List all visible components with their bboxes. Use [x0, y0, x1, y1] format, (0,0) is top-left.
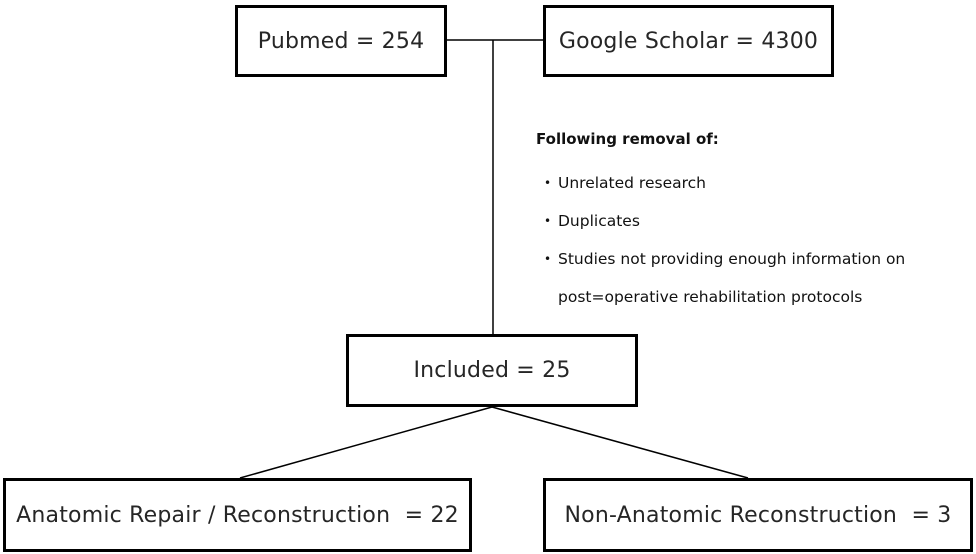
removal-list: • Unrelated research • Duplicates • Stud… — [536, 164, 948, 316]
anatomic-label: Anatomic Repair / Reconstruction = 22 — [16, 502, 459, 528]
bullet-icon: • — [544, 214, 552, 228]
removal-item: • Duplicates — [536, 202, 948, 240]
removal-item: • Studies not providing enough informati… — [536, 240, 948, 316]
connector-to-non-anatomic — [491, 406, 749, 479]
google-scholar-label: Google Scholar = 4300 — [558, 28, 819, 54]
removal-heading: Following removal of: — [536, 130, 719, 148]
connector-to-anatomic — [239, 406, 493, 479]
pubmed-label: Pubmed = 254 — [257, 28, 425, 54]
removal-item-text: Unrelated research — [558, 174, 706, 192]
anatomic-box: Anatomic Repair / Reconstruction = 22 — [3, 478, 472, 552]
google-scholar-box: Google Scholar = 4300 — [543, 5, 834, 77]
removal-item-text: Studies not providing enough information… — [558, 250, 906, 306]
included-box: Included = 25 — [346, 334, 638, 407]
non-anatomic-label: Non-Anatomic Reconstruction = 3 — [564, 502, 952, 528]
bullet-icon: • — [544, 252, 552, 266]
removal-item-text: Duplicates — [558, 212, 640, 230]
included-label: Included = 25 — [413, 358, 571, 383]
removal-criteria: Following removal of: • Unrelated resear… — [536, 128, 948, 316]
pubmed-box: Pubmed = 254 — [235, 5, 447, 77]
removal-item: • Unrelated research — [536, 164, 948, 202]
bullet-icon: • — [544, 176, 552, 190]
non-anatomic-box: Non-Anatomic Reconstruction = 3 — [543, 478, 973, 552]
